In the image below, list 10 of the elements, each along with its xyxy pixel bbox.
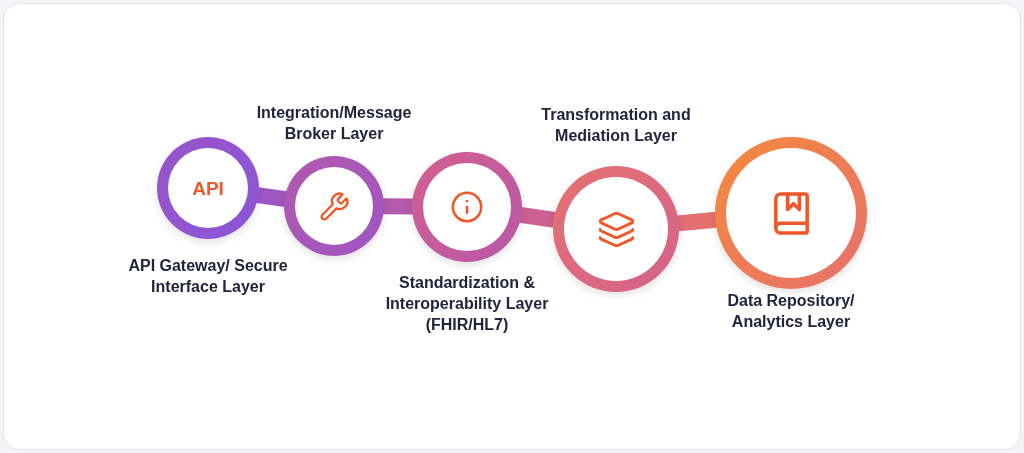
connector-band (677, 211, 718, 232)
layer-caption: Data Repository/ Analytics Layer (726, 291, 856, 332)
layer-caption: API Gateway/ Secure Interface Layer (128, 256, 288, 297)
connector-band (519, 206, 556, 228)
layer-caption: Standardization & Interoperability Layer (FHIR/HL7) (384, 273, 550, 335)
connector-band (256, 187, 287, 207)
layer-caption: Transformation and Mediation Layer (540, 105, 692, 146)
connector-band (382, 198, 414, 215)
layer-caption: Integration/Message Broker Layer (255, 103, 413, 144)
api-text: API (192, 178, 224, 198)
